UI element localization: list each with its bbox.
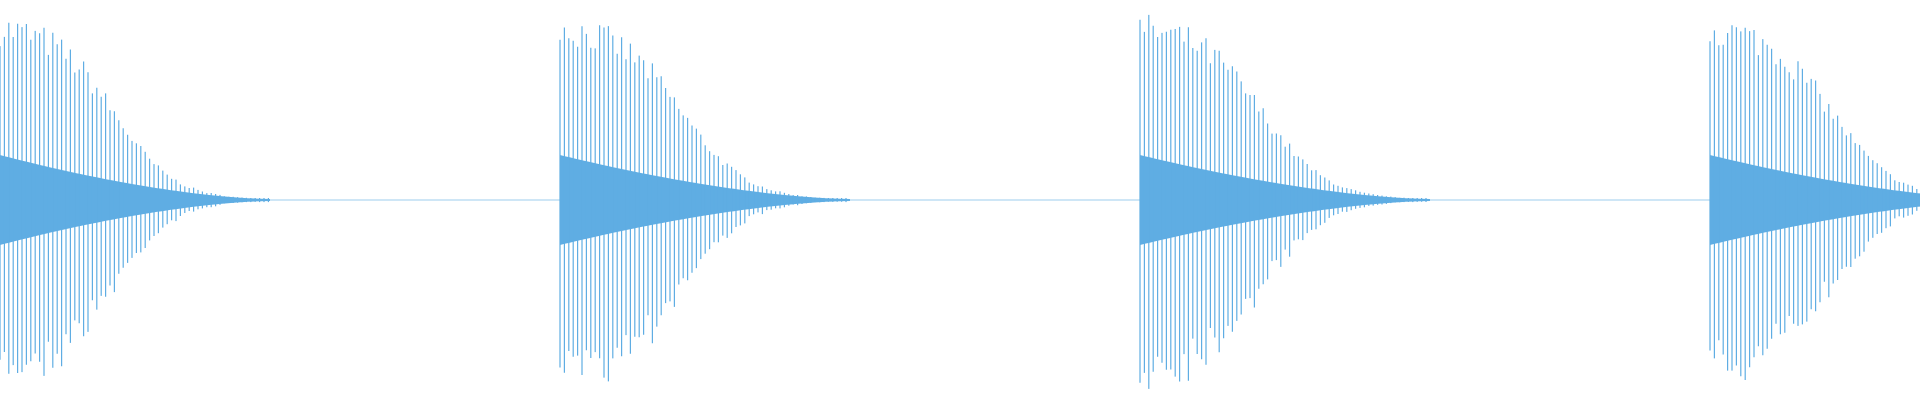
waveform-pulses	[0, 14, 1920, 389]
pulse-core	[0, 155, 270, 245]
waveform-pulse	[559, 25, 850, 382]
waveform-pulse	[1709, 25, 1920, 380]
waveform-pulse	[1139, 14, 1430, 389]
waveform-pulse	[0, 22, 270, 376]
